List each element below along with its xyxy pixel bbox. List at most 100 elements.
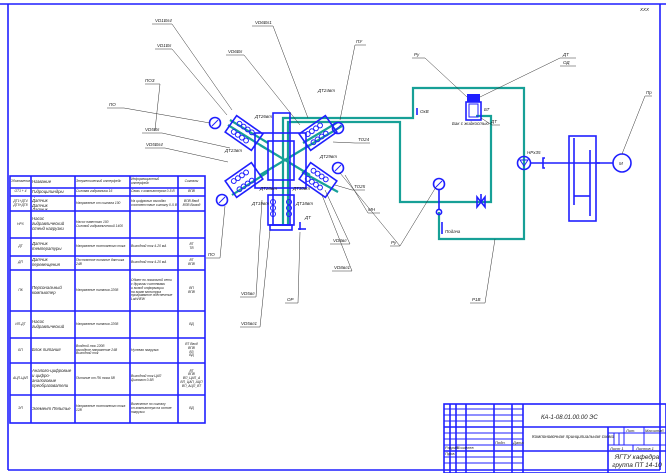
- table-cell: ДТ: [18, 244, 23, 249]
- table-cell: ВПВ Ввод ВПВ Вывод: [182, 198, 201, 207]
- table-cell: ВД: [189, 321, 194, 326]
- table-header-cell: Информационный интерфейс: [131, 177, 160, 185]
- table-cell: [179, 212, 204, 237]
- gauge-icon: [215, 193, 229, 207]
- table-cell: [131, 212, 177, 237]
- gauge-icon: [432, 177, 446, 191]
- svg-text:VD1Вл: VD1Вл: [157, 43, 172, 48]
- table-cell: Элемент Пельтье: [32, 405, 71, 411]
- table-cell: Насос навесного 100 Силовой гидравлическ…: [76, 219, 124, 228]
- cylinder-upper-left: [224, 114, 264, 152]
- table-cell: ИП-ДТ: [15, 321, 26, 326]
- gauge-icon: [331, 161, 345, 175]
- svg-text:ДТ29вт: ДТ29вт: [319, 154, 337, 159]
- table-cell: Обмен по локальной сети с другими систем…: [131, 278, 173, 302]
- table-cell: [131, 312, 177, 337]
- table-cell: Силовая гидравлика 16: [76, 189, 113, 194]
- svg-text:МН: МН: [368, 207, 376, 212]
- svg-text:НРх35: НРх35: [527, 150, 541, 155]
- svg-text:ДТ: ДТ: [490, 119, 498, 124]
- table-cell: Датчик температуры: [32, 241, 62, 251]
- svg-text:ДТ24вт: ДТ24вт: [317, 88, 335, 93]
- table-cell: ОТ1 + 4: [14, 189, 27, 194]
- table-cell: ПК: [18, 287, 23, 292]
- table-cell: ДП: [18, 260, 23, 265]
- svg-text:VD6Вл: VD6Вл: [228, 49, 243, 54]
- table-cell: АЦП-ЦАП: [13, 376, 28, 381]
- table-cell: ВТ ВПВ ВП_ЦАП_А ВП_ЦАП_АЦП ВП_АЦП_ВТ: [180, 368, 203, 388]
- svg-text:БТ: БТ: [484, 107, 491, 112]
- svg-text:ПУ: ПУ: [356, 39, 363, 44]
- table-cell: Нулевая нагрузка: [131, 347, 159, 352]
- components-table: [9, 175, 206, 424]
- table-cell: ВД: [189, 406, 194, 411]
- table-cell: БП: [18, 347, 23, 352]
- svg-text:ДТ: ДТ: [562, 52, 570, 57]
- svg-text:ОД: ОД: [563, 60, 570, 65]
- table-cell: Связь с компьютером 0-5 В: [131, 189, 175, 194]
- table-cell: Насос гидравлический: [32, 318, 65, 329]
- table-cell: Гидроцилиндры: [32, 189, 64, 194]
- svg-text:ПОЗ: ПОЗ: [145, 78, 155, 83]
- tank: [465, 94, 500, 126]
- svg-text:ДТ28вт: ДТ28вт: [259, 186, 277, 191]
- table-cell: Выходной ток 4-20 мА: [131, 244, 167, 249]
- table-cell: Датчик Датчик Датчик Датчик: [32, 197, 48, 210]
- table-header-cell: Сигналы: [184, 179, 199, 184]
- svg-text:Ру: Ру: [391, 240, 397, 245]
- table-cell: ВТ ВПВ: [188, 258, 195, 266]
- cylinder-lower-right: [298, 161, 338, 199]
- svg-text:Пр: Пр: [646, 90, 652, 95]
- table-cell: Напряжение постоянного тока: [76, 244, 126, 249]
- table-cell: НРХ: [17, 221, 24, 226]
- svg-text:Подача: Подача: [445, 229, 461, 234]
- table-cell: На цифровых выходах соответствие сигналу…: [131, 198, 177, 207]
- svg-text:VD5Вл4: VD5Вл4: [146, 142, 163, 147]
- organization-name: ЯГТУ кафедра группа ПТ 14-10: [612, 454, 662, 469]
- leader-lines: [107, 23, 652, 328]
- table-cell: Включение по сигналу он компьютера на ос…: [131, 402, 172, 414]
- svg-text:ПО: ПО: [109, 102, 116, 107]
- svg-text:VD5вл1: VD5вл1: [241, 321, 257, 326]
- table-cell: Датчик перемещения: [32, 257, 60, 267]
- table-cell: ЭП: [18, 406, 23, 411]
- engine-block: [224, 112, 338, 231]
- cylinder-upper-right: [298, 114, 338, 152]
- svg-text:VD5вл: VD5вл: [241, 291, 255, 296]
- diagram-labels: ХХХ VD1Вл4 VD1Вл VD6Вл VD6Вл1 ПУ ПОЗ ПО …: [109, 7, 652, 326]
- table-cell: Напряжение питания 220В: [76, 321, 119, 326]
- svg-text:VD6Вл1: VD6Вл1: [255, 20, 272, 25]
- svg-text:ХХХ: ХХХ: [639, 7, 650, 12]
- table-cell: Постоянное питание датчика 24В: [76, 258, 125, 266]
- svg-text:ТО24: ТО24: [358, 137, 370, 142]
- table-header-cell: Обозначение: [11, 179, 30, 184]
- svg-text:ДТ26вт: ДТ26вт: [254, 114, 272, 119]
- svg-text:VD5Вл: VD5Вл: [145, 127, 160, 132]
- table-header-cell: Энергетический интерфейс: [76, 179, 122, 184]
- table-cell: Выходной ток 4-20 мА: [131, 260, 167, 265]
- svg-text:М: М: [619, 161, 623, 166]
- svg-text:ДТ: ДТ: [304, 215, 312, 220]
- gauge-icon: [208, 116, 222, 130]
- svg-text:ОР: ОР: [287, 297, 294, 302]
- table-header-cell: Название: [32, 178, 52, 184]
- pump-icon: [516, 155, 548, 171]
- svg-text:VD8вл: VD8вл: [333, 238, 347, 243]
- pressure-gauges: [208, 116, 446, 216]
- table-cell: Аналого-цифровые и цифро-аналоговые прео…: [32, 368, 72, 388]
- svg-text:Ру: Ру: [414, 52, 420, 57]
- table-cell: Питание от ПК тока 5В: [76, 376, 115, 381]
- table-cell: ДТ1+ДТ4 ДТ5+ДТ8: [13, 198, 28, 207]
- table-cell: Выходной ток ЦАП Диапазон 0-5В: [131, 374, 162, 382]
- svg-text:ДТ23вт: ДТ23вт: [224, 148, 242, 153]
- table-cell: Блок питания: [32, 347, 61, 353]
- svg-text:VD8вл1: VD8вл1: [334, 265, 350, 270]
- svg-text:Р1В: Р1В: [472, 297, 481, 302]
- table-cell: Насос гидравлический стенд нагрузки: [32, 216, 65, 231]
- svg-text:ДТ30вт: ДТ30вт: [292, 186, 310, 191]
- table-cell: ВПВ: [188, 189, 195, 194]
- svg-text:ДТ18вт: ДТ18вт: [295, 201, 313, 206]
- svg-text:Бак с жидкостью: Бак с жидкостью: [452, 121, 489, 126]
- cylinder-lower-left: [224, 161, 264, 199]
